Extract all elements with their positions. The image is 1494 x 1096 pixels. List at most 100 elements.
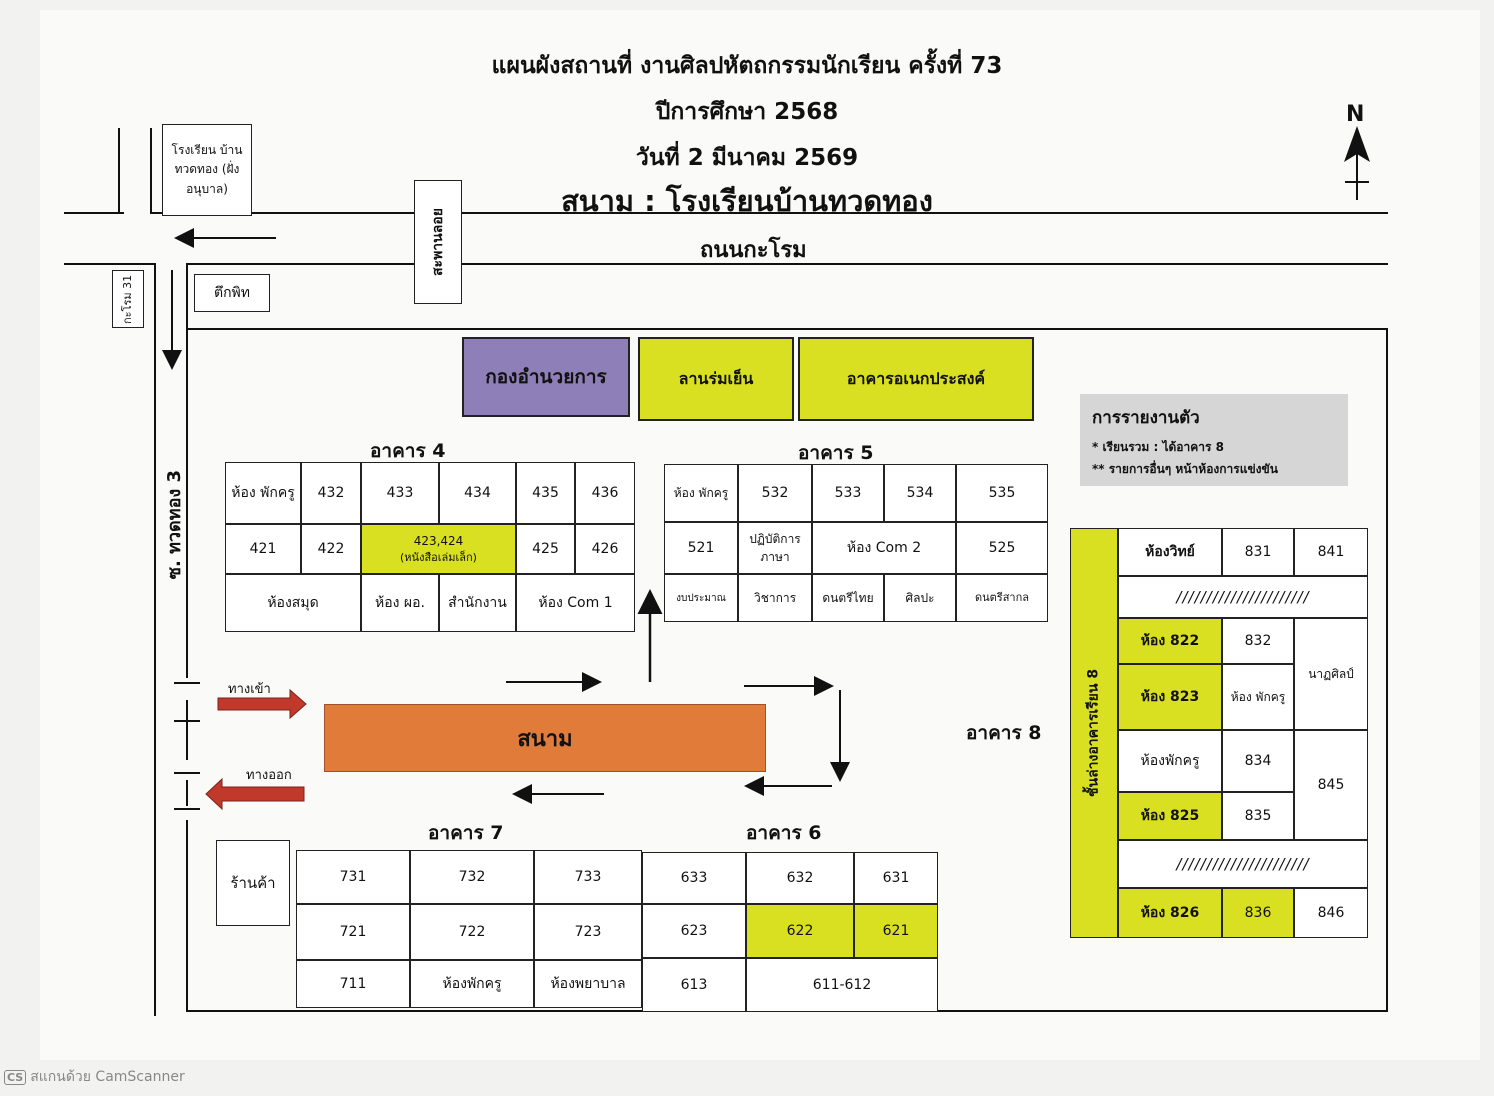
report-box: การรายงานตัว * เรียนรวม : ได้อาคาร 8 ** …	[1080, 394, 1348, 486]
building5-label: อาคาร 5	[798, 442, 874, 464]
building6: 633 632 631 623 622 621 613 611-612	[642, 852, 938, 1012]
b7-room-733: 733	[534, 850, 642, 904]
b8-room-836: 836	[1222, 888, 1294, 938]
camscanner-logo: CS	[4, 1069, 27, 1085]
b7-room-721: 721	[296, 904, 410, 960]
b4-library: ห้องสมุด	[225, 574, 361, 632]
b8-room-845: 845	[1294, 730, 1368, 840]
b8-thai-dance-room: นาฏศิลป์	[1294, 618, 1368, 730]
b5-art: ศิลปะ	[884, 574, 956, 622]
building8: ชั้นล่างอาคารเรียน 8 ห้องวิทย์ 831 841 /…	[1070, 528, 1368, 938]
b7-teacher-room: ห้องพักครู	[410, 960, 534, 1008]
b7-room-731: 731	[296, 850, 410, 904]
b8-teacher-room-1: ห้อง พักครู	[1222, 664, 1294, 730]
b6-room-621: 621	[854, 904, 938, 958]
multipurpose-building: อาคารอเนกประสงค์	[798, 337, 1034, 421]
b8-room-822: ห้อง 822	[1118, 618, 1222, 664]
camscanner-footer: CS สแกนด้วย CamScanner	[4, 1066, 185, 1088]
b8-room-823: ห้อง 823	[1118, 664, 1222, 730]
b4-room-422: 422	[301, 524, 361, 574]
b4-room-436: 436	[575, 462, 635, 524]
b4-room-434: 434	[439, 462, 516, 524]
b8-teacher-room-2: ห้องพักครู	[1118, 730, 1222, 792]
exit-label: ทางออก	[246, 768, 292, 783]
b7-room-732: 732	[410, 850, 534, 904]
b8-room-841: 841	[1294, 528, 1368, 576]
b8-walkway-1: //////////////////////	[1118, 576, 1368, 618]
b4-room-425: 425	[516, 524, 575, 574]
b5-com2: ห้อง Com 2	[812, 522, 956, 574]
compass-n-label: N	[1346, 102, 1365, 127]
b8-science-room: ห้องวิทย์	[1118, 528, 1222, 576]
store-box: ร้านค้า	[216, 840, 290, 926]
b5-budget: งบประมาณ	[664, 574, 738, 622]
b4-office: สำนักงาน	[439, 574, 516, 632]
b4-room-423-424-note: (หนังสือเล่มเล็ก)	[400, 550, 477, 564]
b8-room-835: 835	[1222, 792, 1294, 840]
building7-label: อาคาร 7	[428, 822, 504, 844]
b8-ground-floor-corridor: ชั้นล่างอาคารเรียน 8	[1070, 528, 1118, 938]
b4-room-432: 432	[301, 462, 361, 524]
report-box-item1: * เรียนรวม : ได้อาคาร 8	[1092, 440, 1224, 454]
b8-room-846: 846	[1294, 888, 1368, 938]
b5-teacher-room: ห้อง พักครู	[664, 464, 738, 522]
building5: ห้อง พักครู 532 533 534 535 521 ปฏิบัติก…	[664, 464, 1048, 622]
b5-academic: วิชาการ	[738, 574, 812, 622]
b8-room-832: 832	[1222, 618, 1294, 664]
b8-room-834: 834	[1222, 730, 1294, 792]
b4-teacher-room: ห้อง พักครู	[225, 462, 301, 524]
north-compass-icon: N	[1342, 102, 1372, 202]
building8-label: อาคาร 8	[966, 722, 1042, 744]
building6-label: อาคาร 6	[746, 822, 822, 844]
main-road-label: ถนนกะโรม	[700, 238, 807, 263]
b4-room-421: 421	[225, 524, 301, 574]
kindergarten-box: โรงเรียน บ้านทวดทอง (ฝั่งอนุบาล)	[162, 124, 252, 216]
b4-director-room: ห้อง ผอ.	[361, 574, 439, 632]
b5-western-music: ดนตรีสากล	[956, 574, 1048, 622]
b6-room-623: 623	[642, 904, 746, 958]
b6-room-632: 632	[746, 852, 854, 904]
b4-room-423-424: 423,424 (หนังสือเล่มเล็ก)	[361, 524, 516, 574]
b4-room-423-424-number: 423,424	[413, 533, 464, 548]
map-title: แผนผังสถานที่ งานศิลปหัตถกรรมนักเรียน คร…	[491, 53, 1003, 79]
building7: 731 732 733 721 722 723 711 ห้องพักครู ห…	[296, 850, 642, 1008]
b6-room-631: 631	[854, 852, 938, 904]
b6-room-613: 613	[642, 958, 746, 1012]
report-box-title: การรายงานตัว	[1092, 408, 1200, 428]
plaza-area: ลานร่มเย็น	[638, 337, 794, 421]
sports-field: สนาม	[324, 704, 766, 772]
b8-walkway-2: //////////////////////	[1118, 840, 1368, 888]
b5-language-lab: ปฏิบัติการ ภาษา	[738, 522, 812, 574]
camscanner-text: สแกนด้วย CamScanner	[30, 1069, 185, 1085]
academic-year: ปีการศึกษา 2568	[655, 99, 839, 125]
b5-room-535: 535	[956, 464, 1048, 522]
b5-thai-music: ดนตรีไทย	[812, 574, 884, 622]
b7-room-723: 723	[534, 904, 642, 960]
shop-house-box: ตึกพิท	[194, 274, 270, 312]
b5-room-532: 532	[738, 464, 812, 522]
b5-room-534: 534	[884, 464, 956, 522]
b7-nurse-room: ห้องพยาบาล	[534, 960, 642, 1008]
b8-room-826: ห้อง 826	[1118, 888, 1222, 938]
b6-room-622: 622	[746, 904, 854, 958]
b7-room-722: 722	[410, 904, 534, 960]
b5-room-525: 525	[956, 522, 1048, 574]
b6-room-611-612: 611-612	[746, 958, 938, 1012]
b4-com1: ห้อง Com 1	[516, 574, 635, 632]
b4-room-426: 426	[575, 524, 635, 574]
b4-room-435: 435	[516, 462, 575, 524]
event-date: วันที่ 2 มีนาคม 2569	[635, 145, 859, 171]
b6-room-633: 633	[642, 852, 746, 904]
building4: ห้อง พักครู 432 433 434 435 436 421 422 …	[225, 462, 635, 632]
entrance-label: ทางเข้า	[228, 682, 271, 697]
b4-room-433: 433	[361, 462, 439, 524]
report-box-item2: ** รายการอื่นๆ หน้าห้องการแข่งขัน	[1092, 462, 1278, 476]
b5-room-533: 533	[812, 464, 884, 522]
building4-label: อาคาร 4	[370, 440, 446, 462]
b8-room-825: ห้อง 825	[1118, 792, 1222, 840]
b5-room-521: 521	[664, 522, 738, 574]
b7-room-711: 711	[296, 960, 410, 1008]
b8-room-831: 831	[1222, 528, 1294, 576]
admin-building: กองอำนวยการ	[462, 337, 630, 417]
